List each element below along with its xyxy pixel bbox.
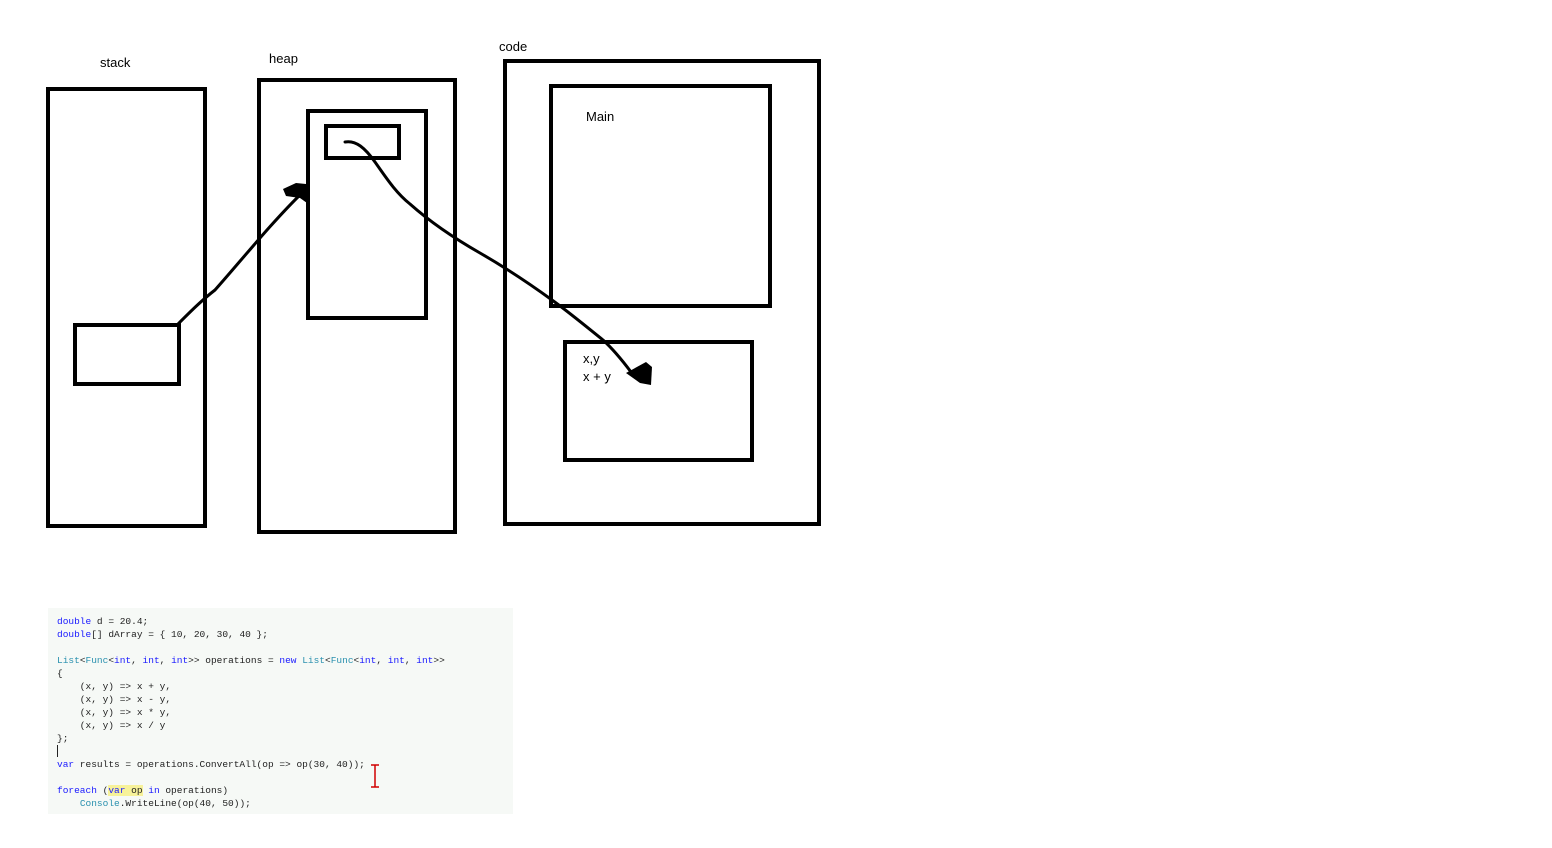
code-token: operations) <box>159 785 229 796</box>
heap-to-code-arrow <box>343 140 633 374</box>
code-token: < <box>108 655 115 666</box>
code-token: double <box>57 629 92 640</box>
code-token: < <box>79 655 86 666</box>
code-line: { <box>57 667 445 680</box>
code-token: Func <box>330 655 354 666</box>
code-token: (x, y) => x - y, <box>57 694 172 705</box>
stack-to-heap-arrow <box>176 191 304 326</box>
code-line: double d = 20.4; <box>57 615 445 628</box>
code-line <box>57 641 445 654</box>
stack-box <box>46 87 207 528</box>
heap-box <box>257 78 457 534</box>
main-label: Main <box>586 109 615 124</box>
code-token: , <box>404 655 417 666</box>
code-line: (x, y) => x * y, <box>57 706 445 719</box>
lambda-method-box <box>563 340 754 462</box>
code-token: >> <box>433 655 445 666</box>
code-token: new <box>279 655 297 666</box>
code-token <box>125 785 132 796</box>
code-token: < <box>325 655 331 666</box>
code-token: (x, y) => x / y <box>57 720 166 731</box>
code-token: in <box>148 785 160 796</box>
code-line: var results = operations.ConvertAll(op =… <box>57 758 445 771</box>
code-line: List<Func<int, int, int>> operations = n… <box>57 654 445 667</box>
code-line: Console.WriteLine(op(40, 50)); <box>57 797 445 810</box>
code-token: op <box>131 785 143 796</box>
code-line: }; <box>57 732 445 745</box>
lambda-params-label: x,y <box>583 351 600 366</box>
heap-reference-box <box>324 124 401 160</box>
code-token: var <box>57 759 75 770</box>
code-token: int <box>171 655 189 666</box>
stack-label: stack <box>100 55 131 70</box>
code-token: [] dArray = { 10, 20, 30, 40 }; <box>91 629 268 640</box>
code-token: int <box>416 655 434 666</box>
code-token: Console <box>79 798 120 809</box>
code-token: int <box>114 655 132 666</box>
main-method-box <box>549 84 772 308</box>
code-token: foreach <box>57 785 97 796</box>
code-token: var <box>108 785 126 796</box>
text-caret <box>57 745 58 757</box>
code-lines: double d = 20.4;double[] dArray = { 10, … <box>57 615 445 810</box>
code-token: int <box>359 655 377 666</box>
code-line: (x, y) => x + y, <box>57 680 445 693</box>
code-token: , <box>131 655 143 666</box>
code-token: ( <box>96 785 109 796</box>
code-editor-panel[interactable]: double d = 20.4;double[] dArray = { 10, … <box>48 608 513 814</box>
code-token: int <box>142 655 160 666</box>
code-token: { <box>57 668 63 679</box>
code-line: foreach (var op in operations) <box>57 784 445 797</box>
code-token <box>57 798 80 809</box>
code-token: List <box>302 655 326 666</box>
code-token: int <box>387 655 405 666</box>
code-box <box>503 59 821 526</box>
code-token: results = operations.ConvertAll(op => op… <box>74 759 365 770</box>
code-token: }; <box>57 733 69 744</box>
ibeam-cursor-icon <box>371 764 379 788</box>
code-line: (x, y) => x - y, <box>57 693 445 706</box>
code-token: List <box>57 655 80 666</box>
code-token: < <box>353 655 360 666</box>
code-token: >> operations = <box>188 655 280 666</box>
code-line: (x, y) => x / y <box>57 719 445 732</box>
code-line: double[] dArray = { 10, 20, 30, 40 }; <box>57 628 445 641</box>
stack-to-heap-arrowhead <box>283 183 307 203</box>
code-token: , <box>159 655 172 666</box>
code-label: code <box>499 39 528 54</box>
code-token: double <box>57 616 92 627</box>
stack-variable-box <box>73 323 181 386</box>
code-token: Func <box>85 655 109 666</box>
code-token: (x, y) => x * y, <box>57 707 172 718</box>
heap-label: heap <box>269 51 298 66</box>
code-token: d = 20.4; <box>91 616 149 627</box>
code-token: , <box>376 655 388 666</box>
heap-object-box <box>306 109 428 320</box>
code-line <box>57 745 445 758</box>
code-line <box>57 771 445 784</box>
code-token: (x, y) => x + y, <box>57 681 172 692</box>
lambda-body-label: x + y <box>583 369 611 384</box>
heap-to-code-arrowhead <box>626 362 652 385</box>
code-token: .WriteLine(op(40, 50)); <box>119 798 251 809</box>
